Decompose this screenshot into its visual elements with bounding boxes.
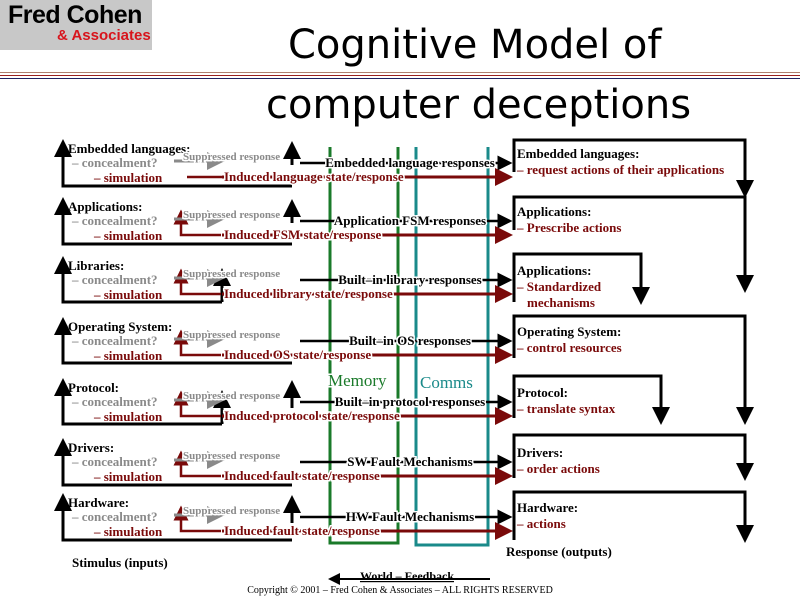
input-label: Operating System:	[68, 319, 172, 334]
suppressed-response-label: Suppressed response	[183, 450, 280, 462]
induced-response-label: Induced OS state/response	[224, 347, 371, 362]
induced-response-label: Induced fault state/response	[224, 523, 380, 538]
induced-response-label: Induced protocol state/response	[224, 408, 400, 423]
output-label: Embedded languages:	[517, 146, 639, 161]
output-label: Operating System:	[517, 324, 621, 339]
copyright-text: Copyright © 2001 – Fred Cohen & Associat…	[247, 585, 553, 596]
builtin-response-label: Embedded language responses	[325, 155, 495, 170]
input-label: Hardware:	[68, 495, 129, 510]
simulation-label: – simulation	[93, 409, 163, 424]
world-feedback-label: World – Feedback	[360, 569, 454, 583]
stimulus-loop-arrow	[54, 317, 292, 365]
response-loop-libraries	[512, 252, 650, 305]
stimulus-loop-arrow	[54, 197, 292, 246]
suppressed-response-label: Suppressed response	[183, 505, 280, 517]
output-action-label: mechanisms	[527, 295, 595, 310]
header-rule-top	[0, 72, 800, 73]
simulation-label: – simulation	[93, 228, 163, 243]
input-label: Applications:	[68, 199, 142, 214]
response-loop-embedded	[512, 138, 754, 198]
input-label: Protocol:	[68, 380, 119, 395]
input-label: Drivers:	[68, 440, 114, 455]
induced-response-label: Induced language state/response	[224, 169, 404, 184]
builtin-response-label: Built–in protocol responses	[335, 394, 485, 409]
output-label: Applications:	[517, 204, 591, 219]
simulation-label: – simulation	[93, 170, 163, 185]
concealment-label: – concealment?	[71, 509, 158, 524]
output-label: Protocol:	[517, 385, 568, 400]
response-loop-os	[512, 314, 754, 425]
simulation-label: – simulation	[93, 469, 163, 484]
concealment-label: – concealment?	[71, 454, 158, 469]
concealment-label: – concealment?	[71, 155, 158, 170]
comms-label: Comms	[420, 373, 473, 392]
response-loop-protocol	[512, 374, 670, 425]
builtin-response-label: Built–in OS responses	[349, 333, 471, 348]
builtin-response-label: Built–in library responses	[338, 272, 482, 287]
stimulus-loop-arrow	[54, 438, 292, 487]
header-rule-middle	[0, 75, 800, 76]
builtin-response-label: SW Fault Mechanisms	[347, 454, 472, 469]
stimulus-loop-arrow	[54, 139, 292, 188]
input-label: Embedded languages:	[68, 141, 190, 156]
builtin-response-label: HW Fault Mechanisms	[346, 509, 474, 524]
output-action-label: – order actions	[516, 461, 600, 476]
memory-label: Memory	[328, 371, 387, 390]
logo-subtitle: & Associates	[57, 27, 151, 44]
input-label: Libraries:	[68, 258, 124, 273]
stimulus-label: Stimulus (inputs)	[72, 555, 168, 570]
page-title-line2: computer deceptions	[266, 82, 692, 128]
concealment-label: – concealment?	[71, 272, 158, 287]
output-action-label: – actions	[516, 516, 566, 531]
company-logo: Fred Cohen & Associates	[0, 0, 152, 50]
output-action-label: – translate syntax	[516, 401, 616, 416]
concealment-label: – concealment?	[71, 213, 158, 228]
page-title-line1: Cognitive Model of	[288, 22, 662, 68]
stimulus-loop-arrow	[54, 493, 292, 542]
simulation-label: – simulation	[93, 524, 163, 539]
suppressed-response-label: Suppressed response	[183, 209, 280, 221]
stimulus-loop-arrow	[54, 256, 222, 304]
output-action-label: – Standardized	[516, 279, 602, 294]
output-label: Applications:	[517, 263, 591, 278]
suppressed-response-label: Suppressed response	[183, 329, 280, 341]
induced-response-label: Induced FSM state/response	[224, 227, 381, 242]
output-action-label: – control resources	[516, 340, 622, 355]
builtin-response-label: Application FSM responses	[334, 213, 486, 228]
suppressed-response-label: Suppressed response	[183, 151, 280, 163]
induced-response-label: Induced library state/response	[224, 286, 393, 301]
response-loop-drivers	[512, 433, 754, 481]
memory-column	[328, 147, 400, 545]
comms-column	[414, 147, 490, 547]
stimulus-loop-arrow	[54, 378, 222, 426]
response-loop-applications	[512, 195, 754, 293]
output-action-label: – request actions of their applications	[516, 162, 724, 177]
output-action-label: – Prescribe actions	[516, 220, 621, 235]
output-label: Drivers:	[517, 445, 563, 460]
response-label: Response (outputs)	[506, 544, 612, 559]
induced-response-label: Induced fault state/response	[224, 468, 380, 483]
suppressed-response-label: Suppressed response	[183, 390, 280, 402]
logo-name: Fred Cohen	[8, 1, 142, 29]
simulation-label: – simulation	[93, 287, 163, 302]
simulation-label: – simulation	[93, 348, 163, 363]
response-loop-hardware	[512, 490, 754, 543]
suppressed-response-label: Suppressed response	[183, 268, 280, 280]
output-label: Hardware:	[517, 500, 578, 515]
header-rule-bottom	[0, 78, 800, 79]
concealment-label: – concealment?	[71, 394, 158, 409]
concealment-label: – concealment?	[71, 333, 158, 348]
